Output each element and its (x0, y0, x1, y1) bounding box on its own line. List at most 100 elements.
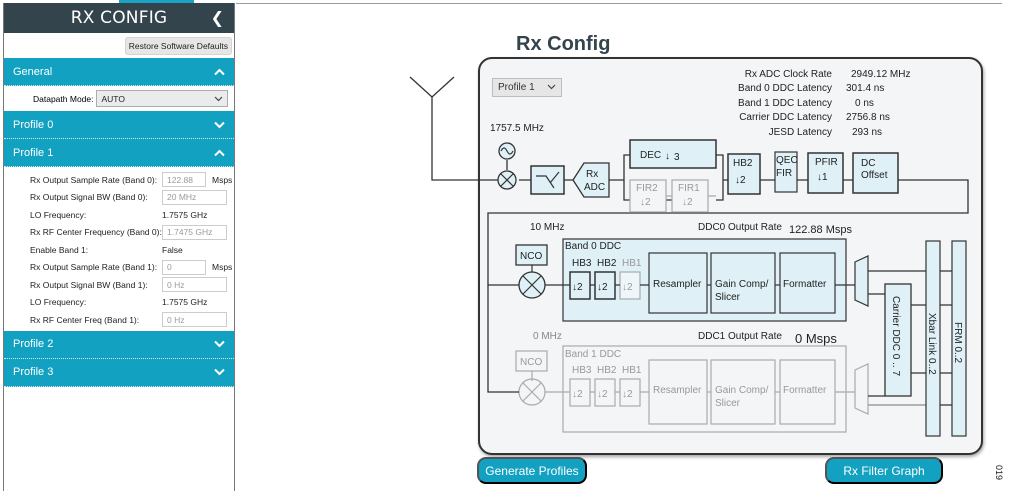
stat-label: Carrier DDC Latency (739, 112, 832, 124)
field-row-rf-center-band1: Rx RF Center Freq (Band 1): (4, 311, 234, 329)
section-general[interactable]: General (4, 58, 234, 86)
sample-rate-band1-input[interactable] (162, 259, 206, 275)
field-row-sample-rate-band1: Rx Output Sample Rate (Band 1): Msps (4, 259, 234, 277)
rf-center-band0-input[interactable] (162, 224, 227, 240)
dec-block: DEC ↓ 3 (629, 139, 717, 169)
rx-adc-block: Rx ADC (572, 162, 610, 198)
stat-row: Rx ADC Clock Rate 2949.12 MHz (700, 67, 911, 82)
chevron-down-icon (214, 368, 225, 376)
fir1-label: FIR1 (678, 183, 700, 194)
section-profile-0-label: Profile 0 (13, 118, 54, 131)
pfir-factor: ↓1 (817, 172, 828, 183)
resampler-label: Resampler (653, 279, 702, 290)
enable-band1-value: False (162, 244, 183, 255)
band0-hb3-factor: ↓2 (572, 282, 583, 293)
stat-value: 0 ns (855, 97, 874, 109)
sidebar-top-accent (119, 0, 194, 3)
frm-label: FRM 0..2 (952, 322, 963, 364)
hb2-factor: ↓2 (735, 175, 746, 186)
field-row-signal-bw-band0: Rx Output Signal BW (Band 0): (4, 189, 234, 207)
datapath-mode-value: AUTO (101, 93, 125, 104)
down-arrow-icon: ↓ (665, 151, 670, 162)
section-profile-1-label: Profile 1 (13, 146, 54, 159)
band1-formatter-block: Formatter (779, 359, 836, 425)
band1-nco-block: NCO (515, 350, 548, 372)
rx-adc-label-1: Rx (586, 169, 598, 180)
section-general-label: General (13, 65, 53, 78)
datapath-mode-select[interactable]: AUTO (96, 90, 229, 107)
xbar-link-label: Xbar Link 0..2 (926, 313, 937, 375)
dc-label: DC (861, 158, 875, 169)
generate-profiles-button[interactable]: Generate Profiles (477, 457, 587, 484)
stat-value: 2756.8 ns (846, 112, 890, 124)
field-label: Rx Output Signal BW (Band 1): (30, 279, 148, 290)
chevron-left-icon[interactable]: ❮ (210, 8, 224, 27)
rf-center-band1-input[interactable] (162, 312, 227, 328)
chevron-down-icon (214, 340, 225, 348)
unit-label: Msps (212, 174, 233, 185)
field-row-enable-band1: Enable Band 1: False (4, 241, 234, 259)
band1-hb3-factor: ↓2 (572, 389, 583, 400)
band1-gain-comp-block: Gain Comp/ Slicer (710, 359, 776, 425)
band0-formatter-block: Formatter (779, 252, 836, 314)
stat-label: Band 0 DDC Latency (738, 83, 832, 95)
sample-rate-band0-input[interactable] (162, 172, 206, 188)
section-profile-2[interactable]: Profile 2 (4, 330, 234, 359)
oscillator-icon (498, 142, 516, 160)
fir1-factor: ↓2 (682, 197, 693, 208)
fir-label: FIR (776, 168, 792, 179)
pfir-block: PFIR ↓1 (807, 152, 844, 194)
section-profile-0[interactable]: Profile 0 (4, 111, 234, 139)
band1-hb1-label: HB1 (622, 365, 642, 376)
gain-comp-label: Gain Comp/ (715, 279, 769, 290)
rx-filter-graph-button[interactable]: Rx Filter Graph (825, 457, 943, 484)
qec-label: QEC (776, 155, 798, 166)
pfir-label: PFIR (815, 157, 838, 168)
band0-hb2-factor: ↓2 (597, 282, 608, 293)
chevron-up-icon (214, 68, 225, 76)
stat-label: Rx ADC Clock Rate (744, 68, 832, 80)
carrier-ddc-block: Carrier DDC 0 .. 7 (884, 283, 912, 397)
field-row-lo-frequency: LO Frequency: 1.7575 GHz (4, 206, 234, 224)
restore-defaults-button[interactable]: Restore Software Defaults (124, 36, 232, 55)
ddc1-output-rate-label: DDC1 Output Rate (698, 331, 782, 342)
field-row-sample-rate-band0: Rx Output Sample Rate (Band 0): Msps (4, 171, 234, 189)
stat-value: 301.4 ns (846, 83, 885, 95)
frm-block: FRM 0..2 (951, 240, 967, 437)
figure-id: 019 (994, 465, 1004, 481)
band0-mixer-icon (518, 271, 546, 299)
signal-bw-band0-input[interactable] (162, 189, 227, 205)
signal-bw-band1-input[interactable] (162, 277, 227, 293)
lo-frequency-label: 1757.5 MHz (490, 123, 544, 134)
nco-label: NCO (520, 357, 542, 368)
sidebar-title: RX CONFIG (70, 8, 168, 28)
band0-gain-comp-block: Gain Comp/ Slicer (710, 252, 776, 314)
chevron-down-icon (214, 94, 223, 104)
field-label: LO Frequency: (30, 297, 87, 308)
carrier-ddc-label: Carrier DDC 0 .. 7 (890, 296, 901, 376)
antenna-icon (409, 76, 500, 181)
chevron-down-icon (214, 121, 225, 129)
band1-mux-icon (854, 363, 869, 415)
stat-value: 293 ns (852, 126, 883, 138)
datapath-mode-label: Datapath Mode: (33, 93, 94, 104)
band1-ddc-container (562, 345, 847, 433)
band1-hb2-factor: ↓2 (597, 389, 608, 400)
band0-resampler-block: Resampler (648, 252, 708, 314)
ddc1-output-rate-value: 0 Msps (795, 331, 837, 346)
band0-hb3-label: HB3 (572, 258, 592, 269)
field-label: Rx Output Signal BW (Band 0): (30, 192, 148, 203)
field-label: Rx Output Sample Rate (Band 0): (30, 174, 158, 185)
band1-mixer-icon (518, 378, 546, 406)
band0-nco-freq: 10 MHz (530, 222, 565, 233)
section-profile-1[interactable]: Profile 1 (4, 139, 234, 167)
fir1-block: FIR1 ↓2 (671, 179, 709, 213)
profile-select[interactable]: Profile 1 (492, 78, 562, 97)
dec-label: DEC (640, 150, 661, 161)
section-profile-3[interactable]: Profile 3 (4, 358, 234, 387)
band0-title: Band 0 DDC (565, 241, 621, 252)
stat-value: 2949.12 MHz (851, 68, 911, 80)
band1-title: Band 1 DDC (565, 349, 621, 360)
band1-hb2-label: HB2 (597, 365, 617, 376)
